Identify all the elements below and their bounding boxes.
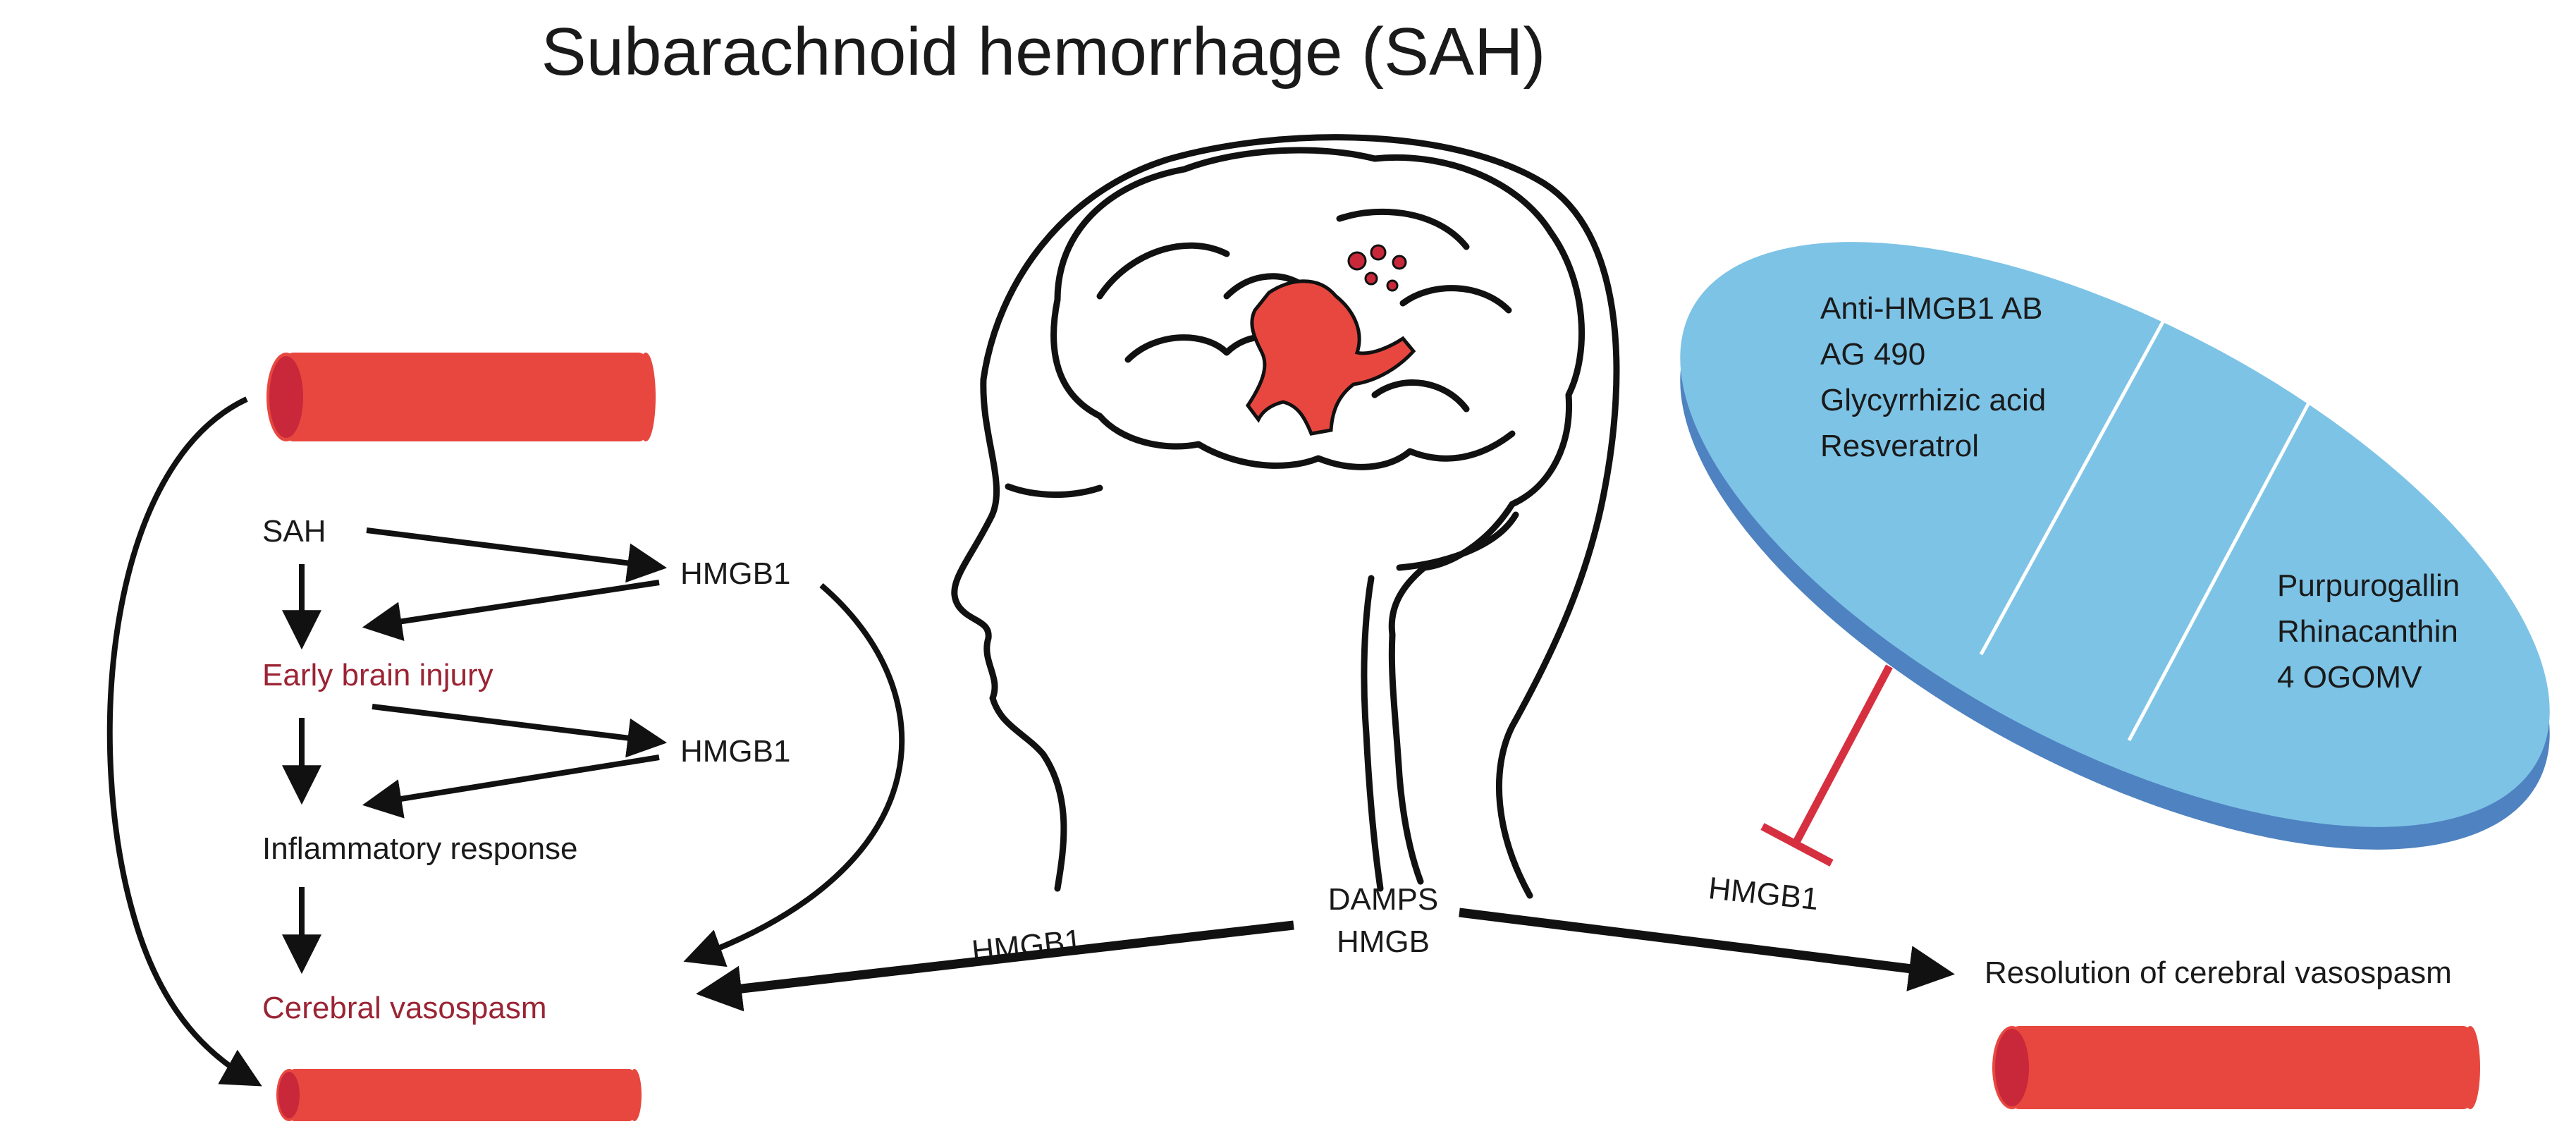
label-hmgb1-right-arrow: HMGB1 — [1707, 871, 1820, 917]
arrow-sah-to-hmgb1 — [366, 527, 668, 583]
blood-vessel-resolved-icon — [1992, 1026, 2480, 1109]
pill-text-line1: Anti-HMGB1 AB — [1820, 291, 2042, 326]
head-outline — [980, 134, 1620, 899]
cascade-arrows — [106, 396, 905, 1087]
label-cerebral-vasospasm: Cerebral vasospasm — [262, 991, 547, 1025]
pill-text-line4: Resveratrol — [1820, 429, 1979, 463]
drug-pill-icon — [1680, 242, 2550, 850]
pill-text-line2: AG 490 — [1820, 337, 1925, 372]
label-hmgb1-top: HMGB1 — [680, 556, 790, 591]
arrow-vessel-to-vasospasm — [106, 396, 262, 1087]
diagram-title: Subarachnoid hemorrhage (SAH) — [541, 14, 1546, 90]
label-sah: SAH — [262, 514, 326, 549]
cerebellum — [1396, 511, 1519, 571]
arrow-ebi-to-hmgb1 — [372, 704, 668, 758]
label-damps: DAMPS — [1328, 882, 1438, 917]
label-early-brain-injury: Early brain injury — [262, 658, 493, 692]
label-hmgb: HMGB — [1337, 924, 1430, 959]
pill-text-line6: Rhinacanthin — [2277, 614, 2458, 649]
brain-stem — [1361, 575, 1384, 892]
label-hmgb1-mid: HMGB1 — [680, 734, 790, 769]
arrow-damps-to-vasospasm — [696, 920, 1294, 1012]
blood-vessel-vasospasm-icon — [276, 1069, 642, 1121]
label-inflammatory-response: Inflammatory response — [262, 831, 578, 866]
head-brain-icon — [951, 134, 1620, 899]
label-resolution: Resolution of cerebral vasospasm — [1985, 955, 2452, 990]
brain-fold — [1371, 379, 1470, 413]
pill-text-line3: Glycyrrhizic acid — [1820, 383, 2046, 417]
closed-eye-icon — [1005, 483, 1103, 498]
brain-fold — [1096, 242, 1230, 300]
arrow-damps-to-resolution — [1459, 908, 1955, 991]
pill-text-line5: Purpurogallin — [2277, 568, 2460, 603]
inhibitor-icon — [1760, 664, 1893, 867]
arrow-hmgb1-to-vasospasm — [683, 582, 905, 967]
brain-fold — [1336, 208, 1470, 250]
brain-outline — [1054, 147, 1585, 885]
arrow-hmgb1-to-inflammation — [362, 755, 660, 819]
brain-fold — [1399, 285, 1512, 314]
aneurysm-icon — [1245, 244, 1416, 436]
brain-lower-edge — [1050, 296, 1516, 470]
face-profile — [951, 376, 1067, 892]
blood-vessel-healthy-icon — [266, 353, 656, 441]
brain-fold — [1223, 273, 1301, 300]
pill-text-line7: 4 OGOMV — [2277, 660, 2422, 695]
center-arrows — [696, 908, 1955, 1012]
arrow-hmgb1-to-ebi — [362, 580, 660, 641]
